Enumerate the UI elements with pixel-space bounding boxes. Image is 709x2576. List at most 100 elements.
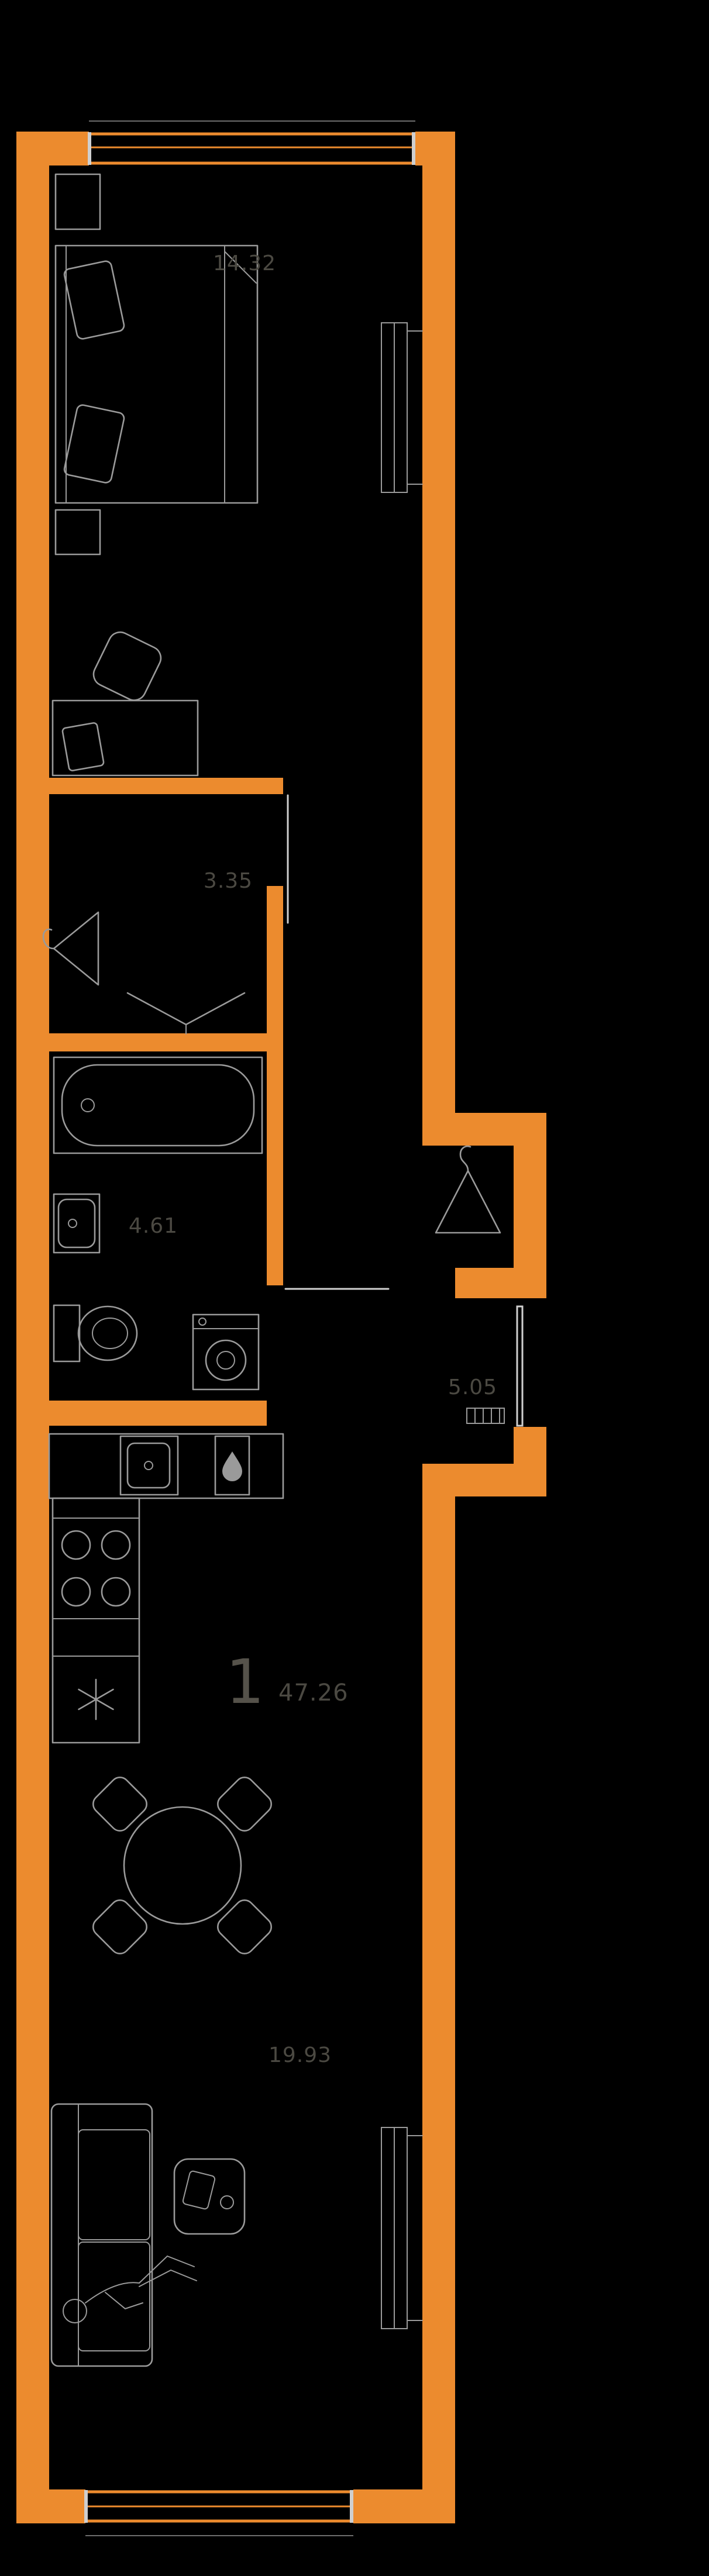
kitchen-counter	[48, 1433, 284, 1499]
window-bottom-tick-right	[350, 2490, 353, 2523]
desk-area	[51, 631, 199, 777]
wall-right-upper	[422, 132, 455, 1113]
sink-drain	[144, 1461, 153, 1470]
dining-set	[92, 1777, 272, 1954]
burner	[61, 1530, 91, 1560]
cup	[220, 2195, 234, 2209]
doors	[284, 794, 524, 1427]
toilet-bowl-inner	[92, 1318, 128, 1349]
wall-bathroom-bottom	[49, 1401, 267, 1426]
wall-niche-right	[514, 1146, 546, 1298]
pillow	[63, 404, 125, 484]
bedroom-furniture	[51, 173, 423, 777]
coffee-table-top	[173, 2158, 246, 2235]
living-room-furniture	[50, 1777, 423, 2367]
nightstand-bottom	[54, 509, 101, 556]
bathroom-area-label: 4.61	[129, 1214, 178, 1238]
stove-burners	[61, 1530, 131, 1607]
doormat-icon	[466, 1408, 505, 1424]
toilet-bowl	[77, 1305, 138, 1361]
laptop	[61, 722, 105, 771]
burner	[61, 1577, 91, 1607]
toilet-tank	[53, 1304, 81, 1363]
wall-entry-bottom	[422, 1464, 546, 1496]
living-radiator	[381, 2127, 423, 2329]
washbasin-outer	[53, 1193, 101, 1254]
bathtub	[53, 1056, 263, 1154]
bedroom-area-label: 14.32	[213, 251, 276, 275]
washing-machine-drum-inner	[216, 1351, 235, 1370]
person-figure	[63, 2255, 197, 2323]
bed	[54, 244, 259, 504]
window-top-tick-right	[412, 132, 415, 165]
desk-chair	[92, 631, 162, 701]
wall-niche-top	[422, 1113, 546, 1146]
clothes-hanger-icon	[42, 911, 99, 986]
sink-outer	[119, 1435, 179, 1496]
fridge-snowflake-icon	[78, 1678, 114, 1720]
kitchen-column-outline	[51, 1497, 140, 1744]
apartment-number: 1	[226, 1646, 264, 1718]
living-area-label: 19.93	[269, 2043, 332, 2067]
narrow-cabinet	[214, 1435, 250, 1496]
walls	[16, 132, 546, 2523]
wall-niche-divider	[455, 1268, 514, 1298]
dining-chair	[92, 1777, 147, 1832]
window-top-tick-left	[88, 132, 91, 165]
kitchen-sink	[119, 1435, 179, 1496]
person-head	[63, 2299, 87, 2323]
bathtub-inner	[61, 1064, 255, 1147]
bathtub-drain	[81, 1098, 95, 1112]
kitchen-furniture	[48, 1433, 284, 1744]
wall-bottom-left	[16, 2489, 85, 2523]
pillow	[63, 260, 125, 340]
washbasin-inner	[57, 1198, 96, 1249]
washbasin-drain	[68, 1219, 77, 1228]
wall-right-lower	[422, 1496, 455, 2523]
window-bottom	[84, 2490, 353, 2536]
person-torso	[85, 2282, 140, 2303]
wall-hallway-right	[267, 886, 283, 1050]
wall-left	[16, 132, 49, 2523]
kitchen-column	[51, 1497, 140, 1744]
washbasin	[53, 1193, 101, 1254]
wide-hanger-icon	[126, 992, 246, 1034]
blanket-fold	[224, 251, 257, 284]
washing-machine-knob	[198, 1318, 206, 1326]
wall-bedroom-bottom	[49, 778, 283, 794]
washing-machine-body	[192, 1313, 260, 1391]
bed-frame	[54, 244, 259, 504]
sink-inner	[126, 1442, 171, 1489]
hallway-area-label: 3.35	[204, 869, 253, 893]
sofa-cushion	[78, 2242, 150, 2351]
person-legs	[139, 2255, 197, 2287]
wall-hallway-bottom	[49, 1033, 283, 1051]
dining-chair	[92, 1899, 147, 1954]
entry-furniture	[435, 1145, 505, 1424]
nightstand-top	[54, 173, 101, 230]
coffee-table	[173, 2158, 246, 2235]
sofa-cushion	[78, 2129, 150, 2240]
sofa-outline	[50, 2103, 153, 2367]
tray	[182, 2170, 216, 2210]
person-arm	[105, 2292, 143, 2310]
window-top	[88, 120, 415, 165]
window-bottom-tick-left	[84, 2490, 88, 2523]
washing-machine-drum	[205, 1339, 247, 1381]
burner	[101, 1577, 131, 1607]
water-drop-icon	[222, 1451, 242, 1481]
dining-chair	[217, 1777, 272, 1832]
burner	[101, 1530, 131, 1560]
wall-bathroom-right	[267, 1051, 283, 1285]
wall-entry-right	[514, 1427, 546, 1464]
room-labels: 14.32 3.35 4.61 5.05 19.93 1 47.26	[129, 251, 497, 2067]
bedroom-radiator	[381, 322, 423, 493]
hallway-furniture	[42, 911, 246, 1034]
dining-chair	[217, 1899, 272, 1954]
desk	[51, 699, 199, 777]
washing-machine	[192, 1313, 260, 1391]
toilet	[53, 1304, 138, 1363]
total-area-label: 47.26	[278, 1680, 349, 1706]
